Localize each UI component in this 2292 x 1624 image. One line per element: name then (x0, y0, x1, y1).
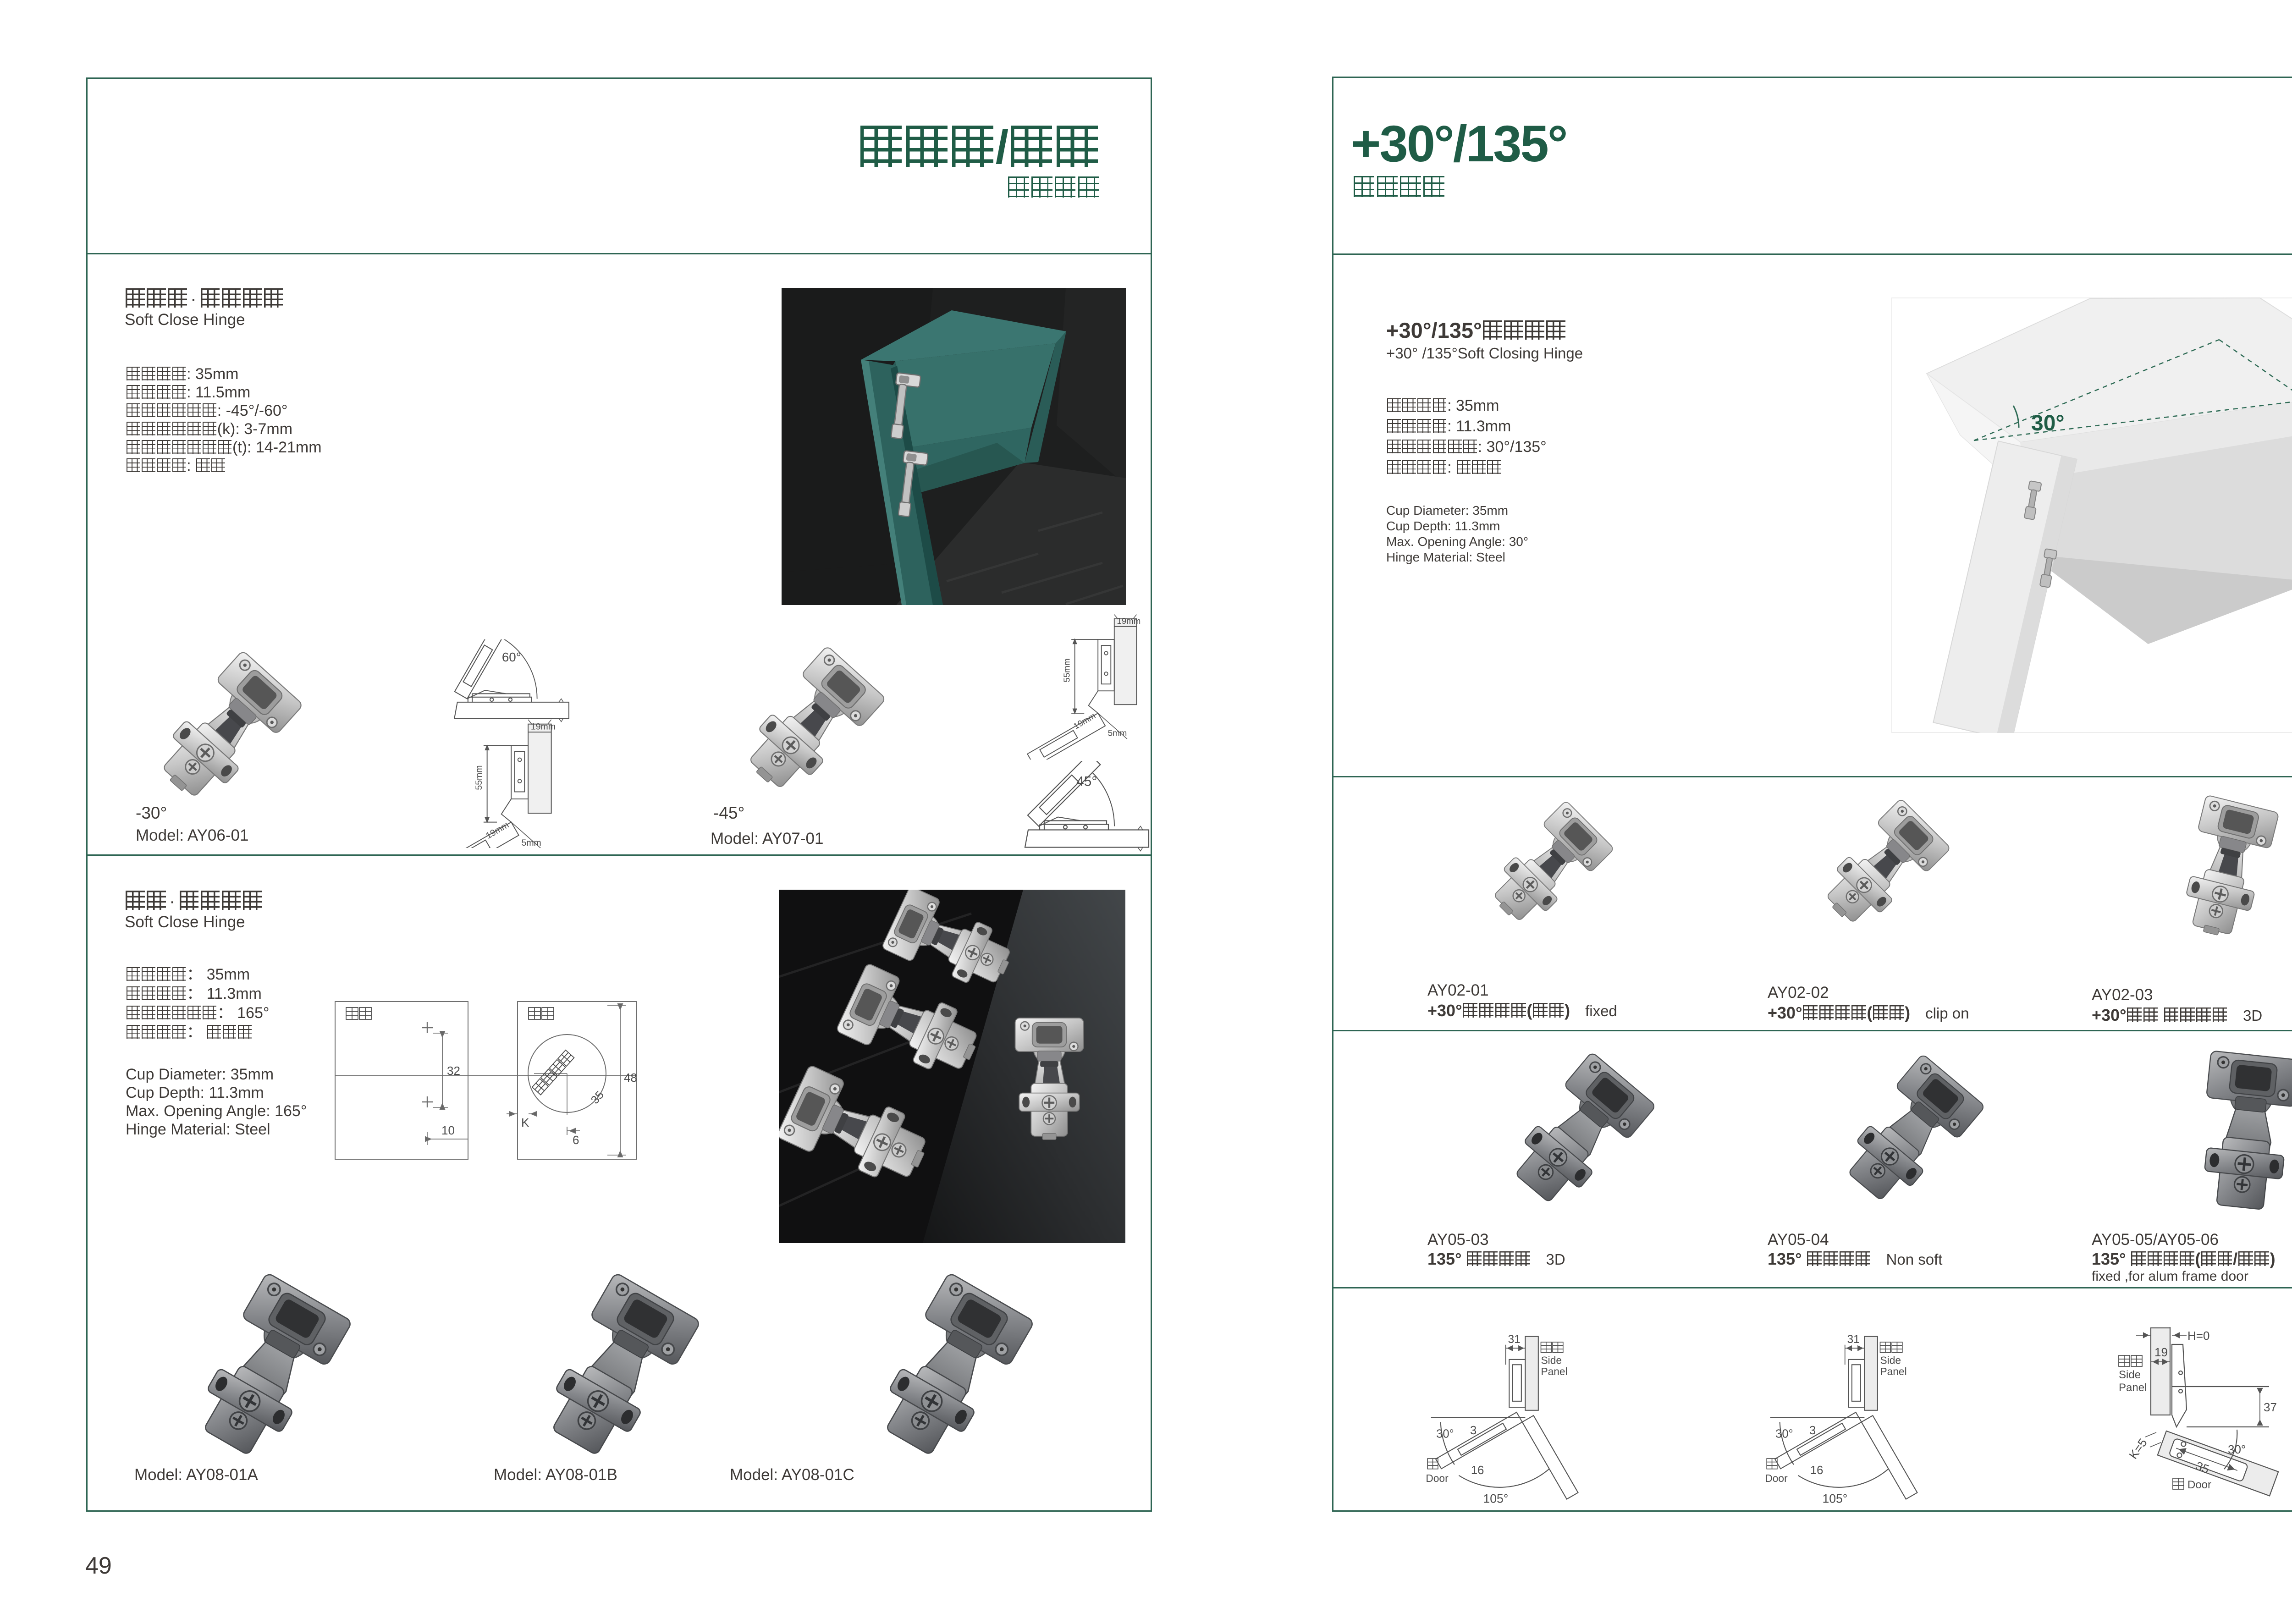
svg-text:5mm: 5mm (522, 838, 541, 848)
svg-text:Door: Door (1765, 1472, 1788, 1484)
svg-text:K: K (521, 1116, 529, 1129)
svg-text:K=5: K=5 (2126, 1436, 2150, 1462)
svg-text:16: 16 (1471, 1464, 1484, 1477)
svg-text:19mm: 19mm (1072, 711, 1097, 731)
svg-text:105°: 105° (1822, 1492, 1847, 1506)
svg-text:Side: Side (1880, 1354, 1901, 1366)
svg-text:31: 31 (1508, 1333, 1520, 1346)
svg-text:6: 6 (573, 1133, 579, 1147)
svg-text:30°: 30° (1775, 1427, 1793, 1440)
svg-text:Panel: Panel (2119, 1382, 2147, 1394)
svg-text:3: 3 (1809, 1424, 1816, 1437)
svg-text:16: 16 (1810, 1464, 1823, 1477)
svg-text:60°: 60° (502, 650, 521, 664)
svg-text:48: 48 (624, 1071, 637, 1085)
svg-text:30°: 30° (2031, 411, 2065, 435)
svg-text:31: 31 (1847, 1333, 1859, 1346)
svg-text:55mm: 55mm (474, 765, 484, 790)
svg-text:55mm: 55mm (1062, 659, 1071, 683)
svg-text:19mm: 19mm (531, 721, 556, 732)
svg-text:105°: 105° (1483, 1492, 1508, 1506)
svg-text:30°: 30° (1436, 1427, 1454, 1440)
svg-text:Side: Side (2119, 1369, 2141, 1381)
svg-text:19mm: 19mm (1117, 616, 1140, 626)
svg-text:3: 3 (1470, 1424, 1477, 1437)
svg-text:10: 10 (441, 1123, 455, 1137)
svg-text:19: 19 (2154, 1345, 2168, 1359)
svg-text:45°: 45° (1076, 774, 1097, 789)
svg-text:Panel: Panel (1541, 1365, 1567, 1377)
svg-text:37: 37 (2264, 1400, 2277, 1414)
svg-text:Side: Side (1541, 1354, 1562, 1366)
svg-text:30°: 30° (2228, 1442, 2246, 1456)
svg-text:5mm: 5mm (1108, 728, 1127, 738)
svg-text:Door: Door (1426, 1472, 1449, 1484)
svg-text:32: 32 (447, 1064, 460, 1078)
svg-text:Panel: Panel (1880, 1365, 1906, 1377)
svg-text:19mm: 19mm (484, 820, 511, 841)
svg-text:Door: Door (2187, 1479, 2211, 1491)
svg-text:H=0: H=0 (2187, 1329, 2209, 1343)
